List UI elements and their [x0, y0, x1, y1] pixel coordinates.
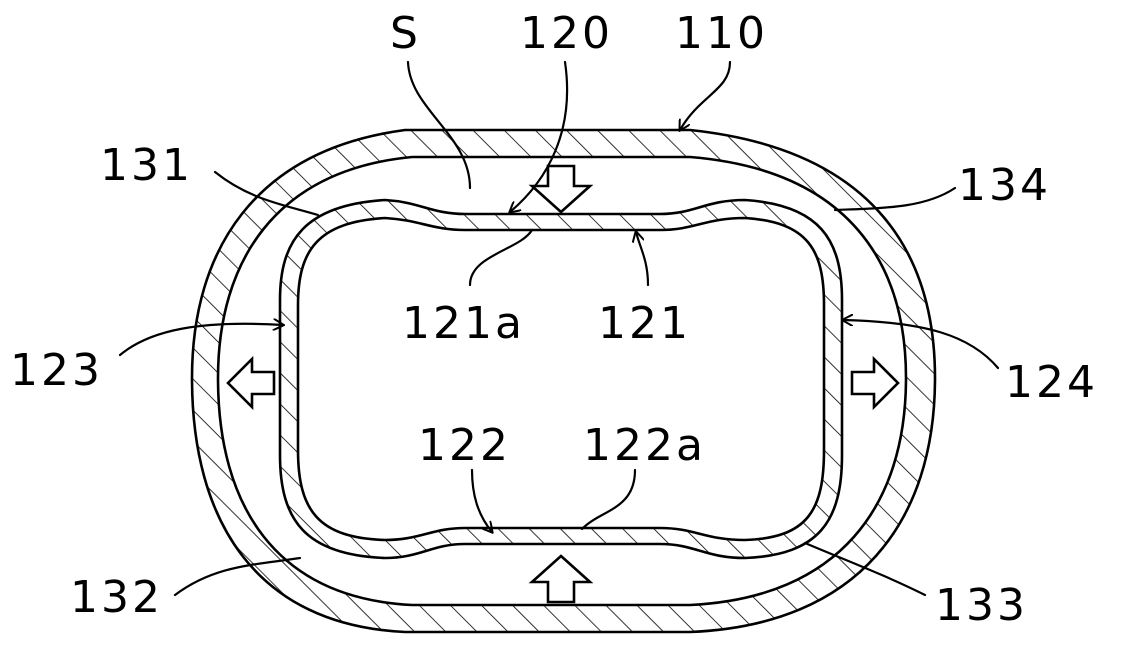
leader-110: [680, 60, 732, 130]
label-123: 123: [10, 345, 103, 396]
leader-123: [118, 324, 283, 357]
label-131: 131: [100, 140, 193, 191]
label-122: 122: [418, 420, 511, 471]
leader-132: [173, 556, 302, 597]
leader-121: [636, 232, 650, 287]
arrow-right: [850, 355, 900, 411]
label-134: 134: [958, 160, 1051, 211]
leader-124: [843, 320, 1000, 370]
leader-121a: [468, 228, 534, 287]
leader-131: [213, 170, 320, 217]
label-132: 132: [70, 572, 163, 623]
outer-tube-110: [190, 128, 937, 634]
label-133: 133: [935, 580, 1028, 631]
label-120: 120: [520, 8, 613, 59]
leader-120: [510, 60, 569, 212]
arrow-up-bottom: [528, 554, 594, 604]
label-121: 121: [598, 298, 691, 349]
inner-tube-120: [278, 198, 844, 560]
label-s: S: [390, 8, 421, 59]
label-122a: 122a: [583, 420, 706, 471]
leader-133: [803, 541, 927, 597]
leader-134: [833, 186, 957, 212]
leader-s: [406, 60, 472, 190]
label-110: 110: [675, 8, 768, 59]
arrow-down-top: [528, 164, 594, 214]
leader-122: [470, 468, 492, 532]
leader-122a: [580, 468, 637, 531]
label-121a: 121a: [402, 298, 525, 349]
arrow-left: [226, 355, 276, 411]
label-124: 124: [1005, 357, 1098, 408]
